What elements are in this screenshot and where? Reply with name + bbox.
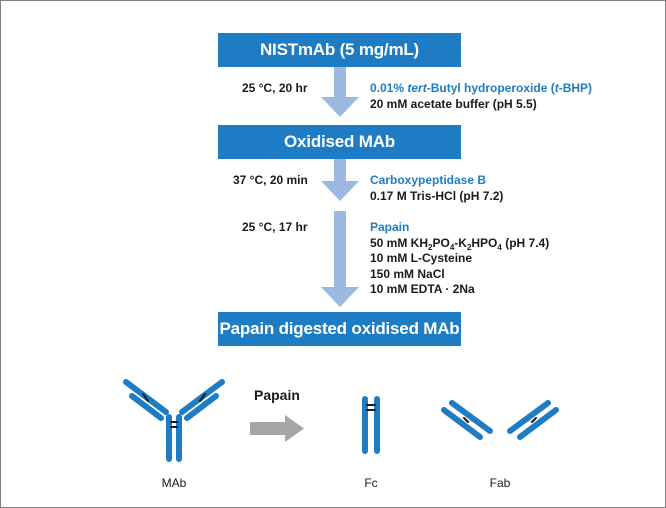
mab-label: MAb	[161, 476, 187, 490]
step3-reagent-cysteine: 10 mM L-Cysteine	[370, 251, 473, 265]
step-box-digested-label: Papain digested oxidised MAb	[219, 319, 460, 338]
papain-arrow-icon	[250, 415, 304, 442]
flow-arrow-3-head	[321, 287, 359, 307]
flow-arrow-3-shaft	[334, 211, 346, 287]
papain-label: Papain	[254, 387, 300, 403]
fc-icon	[362, 396, 380, 454]
step-box-oxidised-label: Oxidised MAb	[284, 132, 395, 151]
step2-conditions: 37 °C, 20 min	[233, 173, 308, 187]
step2-reagent-enzyme: Carboxypeptidase B	[370, 173, 487, 187]
flow-arrow-2-head	[321, 181, 359, 201]
mab-icon	[123, 379, 225, 462]
step1-reagent-buffer: 20 mM acetate buffer (pH 5.5)	[370, 96, 537, 111]
flow-arrow-1-head	[321, 97, 359, 117]
fab-icon	[441, 400, 559, 440]
flow-arrow-1-shaft	[334, 67, 346, 97]
step1-reagent-oxidant: 0.01% tert-Butyl hydroperoxide (t-BHP)	[370, 81, 593, 95]
step3-reagents: Papain 50 mM KH2PO4-K2HPO4 (pH 7.4) 10 m…	[370, 220, 549, 298]
step1-reagents: 0.01% tert-Butyl hydroperoxide (t-BHP) 2…	[370, 81, 592, 112]
step2-reagent-buffer: 0.17 M Tris-HCl (pH 7.2)	[370, 188, 504, 203]
step3-conditions: 25 °C, 17 hr	[242, 220, 308, 234]
step-box-digested: Papain digested oxidised MAb	[218, 312, 461, 346]
fc-label: Fc	[364, 476, 378, 490]
step2-reagents: Carboxypeptidase B 0.17 M Tris-HCl (pH 7…	[370, 173, 503, 204]
step3-reagent-nacl: 150 mM NaCl	[370, 266, 445, 281]
step-box-oxidised: Oxidised MAb	[218, 125, 461, 159]
step3-reagent-edta: 10 mM EDTA · 2Na	[370, 282, 475, 296]
step3-reagent-phosphate: 50 mM KH2PO4-K2HPO4 (pH 7.4)	[370, 235, 550, 252]
step-box-start: NISTmAb (5 mg/mL)	[218, 33, 461, 67]
flow-arrow-2-shaft	[334, 159, 346, 181]
step-box-start-label: NISTmAb (5 mg/mL)	[259, 40, 420, 59]
step3-reagent-enzyme: Papain	[370, 220, 410, 234]
step1-conditions: 25 °C, 20 hr	[242, 81, 308, 95]
fab-label: Fab	[489, 476, 511, 490]
antibody-illustration	[123, 379, 559, 462]
